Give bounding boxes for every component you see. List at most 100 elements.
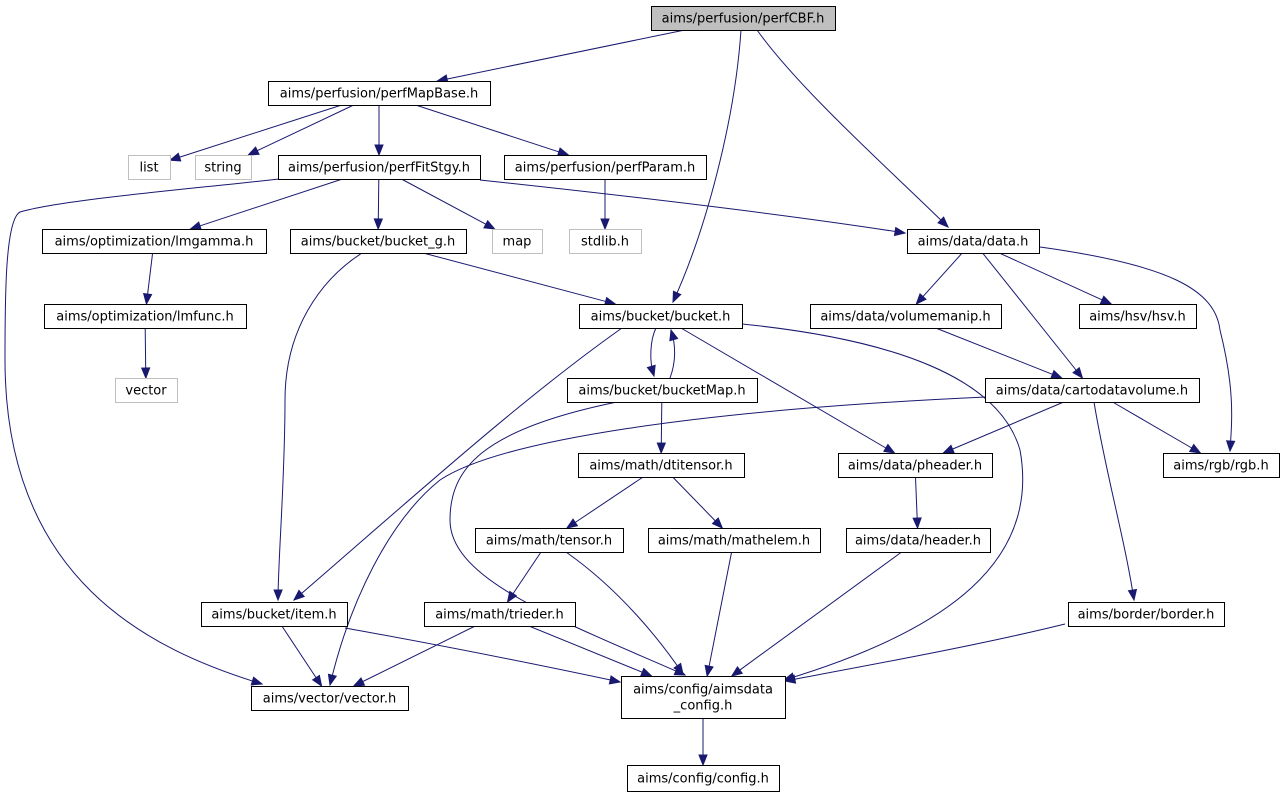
- node-box: [838, 453, 993, 478]
- edge-arrowhead: [168, 152, 182, 162]
- node-perfMapBase[interactable]: aims/perfusion/perfMapBase.h: [268, 81, 491, 106]
- edge-perfCBF-to-perfMapBase: [435, 29, 685, 84]
- node-box: [278, 155, 481, 180]
- edge-arrowhead: [608, 675, 622, 685]
- edge-line: [479, 179, 906, 234]
- edge-line: [738, 551, 902, 672]
- node-bucket_g[interactable]: aims/bucket/bucket_g.h: [290, 229, 467, 254]
- node-label: aims/data/cartodatavolume.h: [996, 384, 1188, 399]
- edge-volumemanip-to-cartodatavolume: [935, 327, 1064, 379]
- edge-arrowhead: [704, 664, 714, 678]
- edge-line: [756, 29, 949, 228]
- edge-line: [198, 178, 343, 227]
- edge-trieder-to-aimsdata_config: [528, 625, 653, 677]
- node-box: [907, 229, 1040, 254]
- edge-bucketMap-to-dtitensor: [656, 401, 667, 455]
- node-label: aims/perfusion/perfParam.h: [515, 161, 696, 176]
- node-label: aims/bucket/bucket.h: [591, 310, 731, 325]
- edge-arrowhead: [673, 662, 684, 676]
- edge-data-to-cartodatavolume: [982, 252, 1084, 380]
- edge-line: [565, 551, 684, 675]
- edge-line: [680, 327, 887, 449]
- node-box: [475, 528, 624, 553]
- edge-arrowhead: [374, 144, 384, 157]
- node-tensor[interactable]: aims/math/tensor.h: [475, 528, 624, 553]
- node-aimsdata_config[interactable]: aims/config/aimsdata_config.h: [621, 676, 786, 719]
- node-box: [251, 686, 409, 711]
- node-box: [504, 155, 707, 180]
- node-label: aims/border/border.h: [1078, 608, 1215, 623]
- edge-arrowhead: [311, 674, 323, 688]
- node-lmfunc[interactable]: aims/optimization/lmfunc.h: [44, 304, 247, 329]
- edge-arrowhead: [1072, 366, 1084, 380]
- edge-line: [423, 252, 607, 303]
- node-bucket[interactable]: aims/bucket/bucket.h: [579, 304, 743, 329]
- edge-line: [256, 104, 354, 152]
- edge-dtitensor-to-tensor: [565, 476, 644, 529]
- node-vectorh[interactable]: aims/vector/vector.h: [251, 686, 409, 711]
- edge-arrowhead: [140, 367, 151, 380]
- edges-layer: [4, 29, 1236, 767]
- edge-arrowhead: [912, 517, 922, 530]
- node-config[interactable]: aims/config/config.h: [627, 765, 780, 792]
- edge-line: [281, 625, 318, 679]
- node-border[interactable]: aims/border/border.h: [1068, 602, 1225, 627]
- edge-cartodatavolume-to-pheader: [942, 401, 1064, 454]
- edge-trieder-to-vectorh: [352, 625, 476, 687]
- node-cartodatavolume[interactable]: aims/data/cartodatavolume.h: [985, 378, 1200, 403]
- node-box: [1163, 453, 1280, 478]
- node-item[interactable]: aims/bucket/item.h: [201, 602, 348, 627]
- edge-bucket_g-to-item: [273, 252, 363, 602]
- node-label: aims/perfusion/perfMapBase.h: [280, 87, 478, 102]
- node-lmgamma[interactable]: aims/optimization/lmgamma.h: [42, 229, 267, 254]
- node-perfCBF[interactable]: aims/perfusion/perfCBF.h: [651, 6, 836, 31]
- node-pheader[interactable]: aims/data/pheader.h: [838, 453, 993, 478]
- node-dtitensor[interactable]: aims/math/dtitensor.h: [578, 453, 745, 478]
- node-label: aims/data/header.h: [855, 534, 981, 549]
- node-box: [290, 229, 467, 254]
- edge-line: [935, 327, 1054, 376]
- node-box: [115, 378, 178, 403]
- node-rgb[interactable]: aims/rgb/rgb.h: [1163, 453, 1280, 478]
- edge-line: [672, 29, 742, 303]
- node-box: [424, 602, 576, 627]
- node-label: vector: [125, 384, 167, 399]
- node-trieder[interactable]: aims/math/trieder.h: [424, 602, 576, 627]
- node-bucketMap[interactable]: aims/bucket/bucketMap.h: [567, 378, 758, 403]
- edge-item-to-aimsdata_config: [344, 627, 622, 685]
- node-box: [579, 304, 743, 329]
- edge-arrowhead: [646, 364, 656, 378]
- node-volumemanip[interactable]: aims/data/volumemanip.h: [810, 304, 1002, 329]
- edge-arrowhead: [698, 754, 708, 767]
- edge-perfFitStgy-to-map: [401, 178, 496, 230]
- edge-cartodatavolume-to-border: [1093, 401, 1138, 602]
- edge-item-to-vectorh: [281, 625, 323, 688]
- edge-data-to-hsv: [999, 252, 1113, 305]
- edge-cartodatavolume-to-vectorh: [327, 396, 987, 687]
- edge-arrowhead: [893, 226, 907, 237]
- edge-arrowhead: [373, 218, 384, 231]
- edge-bucket-to-pheader: [680, 327, 896, 454]
- node-mathelem[interactable]: aims/math/mathelem.h: [648, 528, 821, 553]
- edge-line: [1039, 246, 1233, 452]
- node-box: [128, 155, 171, 180]
- edge-line: [982, 252, 1078, 372]
- node-list: list: [128, 155, 171, 180]
- edge-arrowhead: [1225, 440, 1236, 453]
- node-perfFitStgy[interactable]: aims/perfusion/perfFitStgy.h: [278, 155, 481, 180]
- node-header[interactable]: aims/data/header.h: [846, 528, 991, 553]
- edge-arrowhead: [565, 518, 579, 529]
- node-data[interactable]: aims/data/data.h: [907, 229, 1040, 254]
- edge-line: [574, 476, 644, 524]
- edge-perfCBF-to-bucket: [672, 29, 742, 304]
- edge-perfParam-to-stdlib: [600, 179, 610, 231]
- node-label: aims/data/pheader.h: [848, 459, 982, 474]
- node-perfParam[interactable]: aims/perfusion/perfParam.h: [504, 155, 707, 180]
- edge-arrowhead: [1050, 369, 1064, 379]
- node-label: map: [503, 235, 532, 250]
- node-label: aims/bucket/bucketMap.h: [578, 384, 745, 399]
- edge-arrowhead: [942, 444, 955, 454]
- edge-line: [951, 401, 1064, 450]
- node-string: string: [195, 155, 252, 180]
- node-hsv[interactable]: aims/hsv/hsv.h: [1079, 304, 1197, 329]
